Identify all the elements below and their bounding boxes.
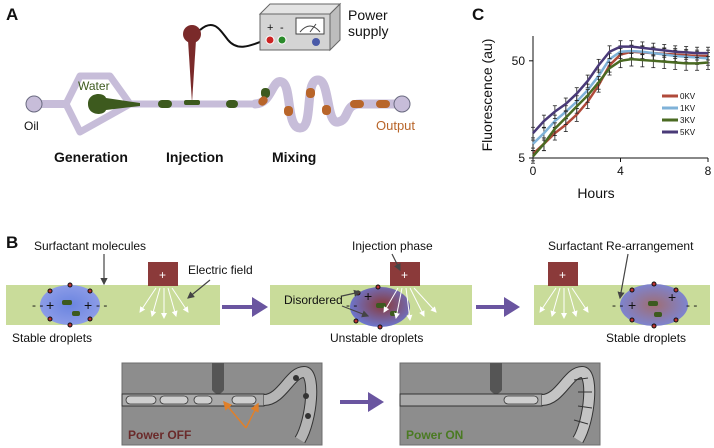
- electrode-icon: [183, 25, 201, 105]
- series-line-3KV: [532, 57, 709, 158]
- legend-label: 1KV: [680, 104, 696, 113]
- panel-a: A: [6, 2, 415, 165]
- stable-droplets-label-2: Stable droplets: [606, 331, 686, 345]
- unstable-droplets-label: Unstable droplets: [330, 331, 423, 345]
- power-minus: -: [280, 22, 284, 34]
- x-tick-label: 0: [530, 164, 537, 178]
- panel-c-label: C: [472, 5, 484, 24]
- svg-text:- -: - -: [612, 298, 623, 312]
- legend-label: 0KV: [680, 92, 696, 101]
- output-port-icon: [393, 95, 411, 113]
- stage-stable-droplets: + + - - - - + Surfactant molecules Elect…: [12, 239, 253, 345]
- water-nozzle: [88, 94, 140, 114]
- power-plus: +: [267, 22, 273, 34]
- surfactant-label: Surfactant molecules: [34, 239, 146, 253]
- droplets: [158, 88, 390, 116]
- legend-label: 5KV: [680, 128, 696, 137]
- process-arrow-3: [340, 392, 384, 412]
- rearrangement-label: Surfactant Re-arrangement: [548, 239, 694, 253]
- disordered-label: Disordered: [284, 293, 343, 307]
- series-line-5KV: [532, 45, 708, 135]
- y-tick-label: 5: [518, 151, 525, 165]
- svg-text:+: +: [401, 268, 408, 282]
- fluorescence-chart: 0 4 8 5 50 0KV 1KV 3KV 5KV: [512, 36, 712, 178]
- power-supply-icon: + -: [258, 2, 342, 52]
- power-off-label: Power OFF: [128, 428, 191, 442]
- process-arrow-1: [222, 297, 268, 317]
- stage-mixing: Mixing: [272, 149, 316, 165]
- x-tick-label: 4: [617, 164, 624, 178]
- stage-rearrangement: + + + - - - - Surfactant Re-arrangement …: [539, 239, 697, 345]
- electric-field-label: Electric field: [188, 263, 253, 277]
- injection-phase-label: Injection phase: [352, 239, 433, 253]
- svg-text:+: +: [628, 297, 636, 313]
- electrode-1-icon: [148, 262, 178, 286]
- electrode-3-icon: [548, 262, 578, 286]
- panel-b-label: B: [6, 233, 18, 252]
- svg-text:- -: - -: [346, 298, 357, 312]
- svg-text:- -: - -: [686, 298, 697, 312]
- micrograph-power-off: Power OFF: [121, 362, 323, 446]
- wire: [199, 24, 271, 48]
- output-label: Output: [376, 118, 415, 133]
- svg-text:- -: - -: [32, 298, 43, 312]
- x-tick-label: 8: [705, 164, 712, 178]
- panel-a-label: A: [6, 5, 18, 24]
- stage-generation: Generation: [54, 149, 128, 165]
- svg-text:+: +: [46, 297, 54, 313]
- power-on-label: Power ON: [406, 428, 463, 442]
- panel-c: C Fluorescence (au) Hours 0 4 8 5 50 0KV 1KV 3K…: [472, 5, 712, 201]
- panel-b: B + + - - - - + Surfactant mole: [6, 233, 710, 446]
- oil-label: Oil: [24, 119, 39, 133]
- water-label: Water: [78, 79, 110, 93]
- stage-injection: + + - - Injection phase Disordered Unsta…: [284, 239, 437, 345]
- stable-droplets-label-1: Stable droplets: [12, 331, 92, 345]
- svg-text:+: +: [159, 268, 166, 282]
- y-axis-label: Fluorescence (au): [479, 39, 495, 152]
- svg-text:+: +: [84, 297, 92, 313]
- svg-text:- -: - -: [96, 298, 107, 312]
- svg-text:+: +: [364, 288, 372, 304]
- legend-label: 3KV: [680, 116, 696, 125]
- stage-injection: Injection: [166, 149, 224, 165]
- x-axis-label: Hours: [577, 185, 614, 201]
- power-supply-label-2: supply: [348, 23, 388, 39]
- power-supply-label-1: Power: [348, 7, 388, 23]
- oil-inlet-icon: [25, 95, 43, 113]
- micrograph-power-on: Power ON: [399, 362, 601, 446]
- svg-text:+: +: [559, 268, 566, 282]
- y-tick-label: 50: [512, 54, 526, 68]
- process-arrow-2: [476, 297, 520, 317]
- svg-text:+: +: [668, 289, 676, 305]
